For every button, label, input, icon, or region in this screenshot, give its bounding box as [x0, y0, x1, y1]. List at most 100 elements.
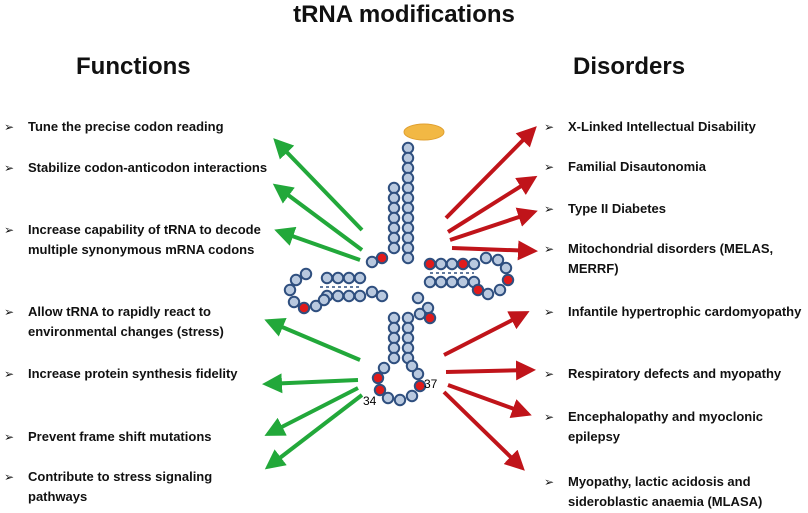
nucleotide: [479, 251, 493, 265]
nucleotide: [434, 257, 448, 271]
nucleotide: [401, 171, 415, 185]
nucleotide: [387, 341, 401, 355]
arrow-bullet-icon: ➢: [544, 475, 555, 489]
nucleotide: [387, 331, 401, 345]
nucleotide: [411, 291, 425, 305]
modified-nucleotide: [423, 257, 437, 271]
nucleotide: [401, 181, 415, 195]
arrow-bullet-icon: ➢: [4, 470, 15, 484]
arrow-bullet-icon: ➢: [4, 430, 15, 444]
nucleotide: [493, 283, 507, 297]
arrow-bullet-icon: ➢: [544, 160, 555, 174]
function-arrow: [272, 183, 364, 252]
nucleotide: [401, 191, 415, 205]
nucleotide: [445, 275, 459, 289]
arrow-bullet-icon: ➢: [4, 223, 15, 237]
modified-nucleotide: [471, 283, 485, 297]
nucleotide: [445, 257, 459, 271]
nucleotide: [387, 181, 401, 195]
nucleotide: [401, 341, 415, 355]
nucleotide: [289, 273, 303, 287]
nucleotide: [283, 283, 297, 297]
modified-nucleotide: [456, 257, 470, 271]
arrow-bullet-icon: ➢: [4, 367, 15, 381]
nucleotide: [309, 299, 323, 313]
disorder-arrows: [442, 126, 538, 471]
nucleotide: [456, 275, 470, 289]
disorder-arrow: [449, 207, 538, 242]
disorder-arrow: [445, 360, 536, 381]
nucleotide: [499, 261, 513, 275]
nucleotide: [411, 367, 425, 381]
arrow-bullet-icon: ➢: [544, 202, 555, 216]
disorder-arrow: [447, 383, 532, 418]
disorder-arrow: [443, 311, 530, 357]
disorders-heading: Disorders: [573, 53, 686, 80]
list-item: ➢Mitochondrial disorders (MELAS, MERRF): [544, 241, 774, 276]
modified-nucleotide: [501, 273, 515, 287]
position-34-label: 34: [363, 394, 377, 408]
nucleotide: [401, 241, 415, 255]
nucleotide: [365, 255, 379, 269]
nucleotide: [491, 253, 505, 267]
nucleotide: [401, 331, 415, 345]
nucleotide: [331, 289, 345, 303]
nucleotide: [287, 295, 301, 309]
modified-nucleotide: [423, 311, 437, 325]
nucleotide: [401, 311, 415, 325]
nucleotide: [401, 321, 415, 335]
disorder-arrow: [451, 240, 538, 261]
nucleotide: [387, 241, 401, 255]
functions-heading: Functions: [76, 53, 191, 80]
function-arrows: [262, 138, 364, 470]
nucleotide: [387, 201, 401, 215]
nucleotide: [393, 393, 407, 407]
list-item: ➢Contribute to stress signaling pathways: [4, 469, 213, 504]
nucleotide: [387, 191, 401, 205]
disorder-arrow: [444, 126, 537, 220]
list-item: ➢Tune the precise codon reading: [4, 117, 224, 137]
disorder-arrow: [446, 175, 538, 234]
nucleotide: [481, 287, 495, 301]
arrow-bullet-icon: ➢: [4, 305, 15, 319]
nucleotide: [413, 307, 427, 321]
arrow-bullet-icon: ➢: [544, 367, 555, 381]
nucleotide: [401, 161, 415, 175]
arrow-bullet-icon: ➢: [544, 242, 555, 256]
list-item: ➢Respiratory defects and myopathy: [544, 364, 781, 384]
arrow-bullet-icon: ➢: [4, 161, 15, 175]
nucleotide: [434, 275, 448, 289]
arrow-bullet-icon: ➢: [544, 410, 555, 424]
list-item: ➢Increase capability of tRNA to decode m…: [4, 222, 261, 257]
nucleotide: [387, 211, 401, 225]
nucleotide: [387, 221, 401, 235]
nucleotide: [401, 201, 415, 215]
nucleotide: [401, 151, 415, 165]
function-arrow: [274, 226, 361, 262]
list-item: ➢Encephalopathy and myoclonic epilepsy: [544, 409, 764, 444]
function-arrow: [264, 393, 364, 470]
arrow-bullet-icon: ➢: [4, 120, 15, 134]
nucleotide: [331, 271, 345, 285]
page-title: tRNA modifications: [293, 1, 515, 28]
nucleotide: [401, 231, 415, 245]
arrow-bullet-icon: ➢: [544, 305, 555, 319]
function-arrow: [273, 138, 364, 232]
nucleotide: [387, 321, 401, 335]
disorder-arrow: [442, 390, 525, 471]
nucleotide: [320, 271, 334, 285]
arrow-bullet-icon: ➢: [544, 120, 555, 134]
nucleotide: [375, 289, 389, 303]
nucleotide: [317, 293, 331, 307]
modified-nucleotide: [375, 251, 389, 265]
nucleotide: [401, 251, 415, 265]
modified-nucleotide: [297, 301, 311, 315]
list-item: ➢Infantile hypertrophic cardomyopathy: [544, 302, 801, 322]
nucleotide: [299, 267, 313, 281]
nucleotide: [342, 289, 356, 303]
trna-cloverleaf: [283, 141, 515, 407]
amino-acid-cap: [403, 123, 445, 141]
position-37-label: 37: [424, 377, 438, 391]
list-item: ➢Type II Diabetes: [544, 199, 666, 219]
